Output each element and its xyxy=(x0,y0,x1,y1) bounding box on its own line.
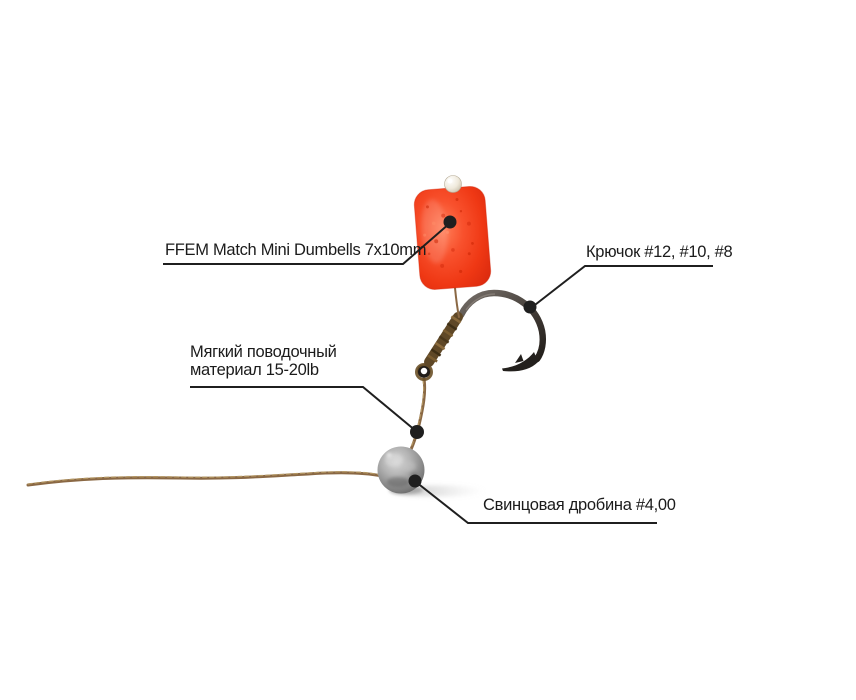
bait-texture xyxy=(423,197,474,274)
whipping-knot xyxy=(415,312,463,381)
callout-line-bait xyxy=(163,222,451,265)
hook-shine xyxy=(465,293,496,311)
callout-lines xyxy=(163,222,713,524)
callout-dot-hook xyxy=(523,300,537,314)
hair-line xyxy=(454,287,460,318)
hook-barb xyxy=(515,354,524,363)
callout-dot-hooklink xyxy=(410,425,424,439)
callout-line-hooklink xyxy=(190,386,417,432)
callout-line-shot xyxy=(415,481,657,524)
label-shot: Свинцовая дробина #4,00 xyxy=(483,496,676,514)
callout-line-hook xyxy=(530,265,713,309)
hook-eye xyxy=(417,364,431,378)
bait xyxy=(413,185,492,290)
callout-dots xyxy=(408,215,537,488)
label-hooklink: Мягкий поводочный материал 15-20lb xyxy=(190,343,337,379)
main-line xyxy=(26,471,388,487)
callout-dot-shot xyxy=(408,474,422,488)
hook-point xyxy=(502,352,538,372)
label-hook: Крючок #12, #10, #8 xyxy=(586,243,733,261)
callout-dot-bait xyxy=(443,215,457,229)
label-bait: FFEM Match Mini Dumbells 7x10mm xyxy=(165,241,427,259)
hooklink-line xyxy=(404,377,427,461)
label-hooklink-line2: материал 15-20lb xyxy=(190,361,319,379)
bait-stop-bead xyxy=(444,175,462,193)
label-hooklink-line1: Мягкий поводочный xyxy=(190,343,337,361)
